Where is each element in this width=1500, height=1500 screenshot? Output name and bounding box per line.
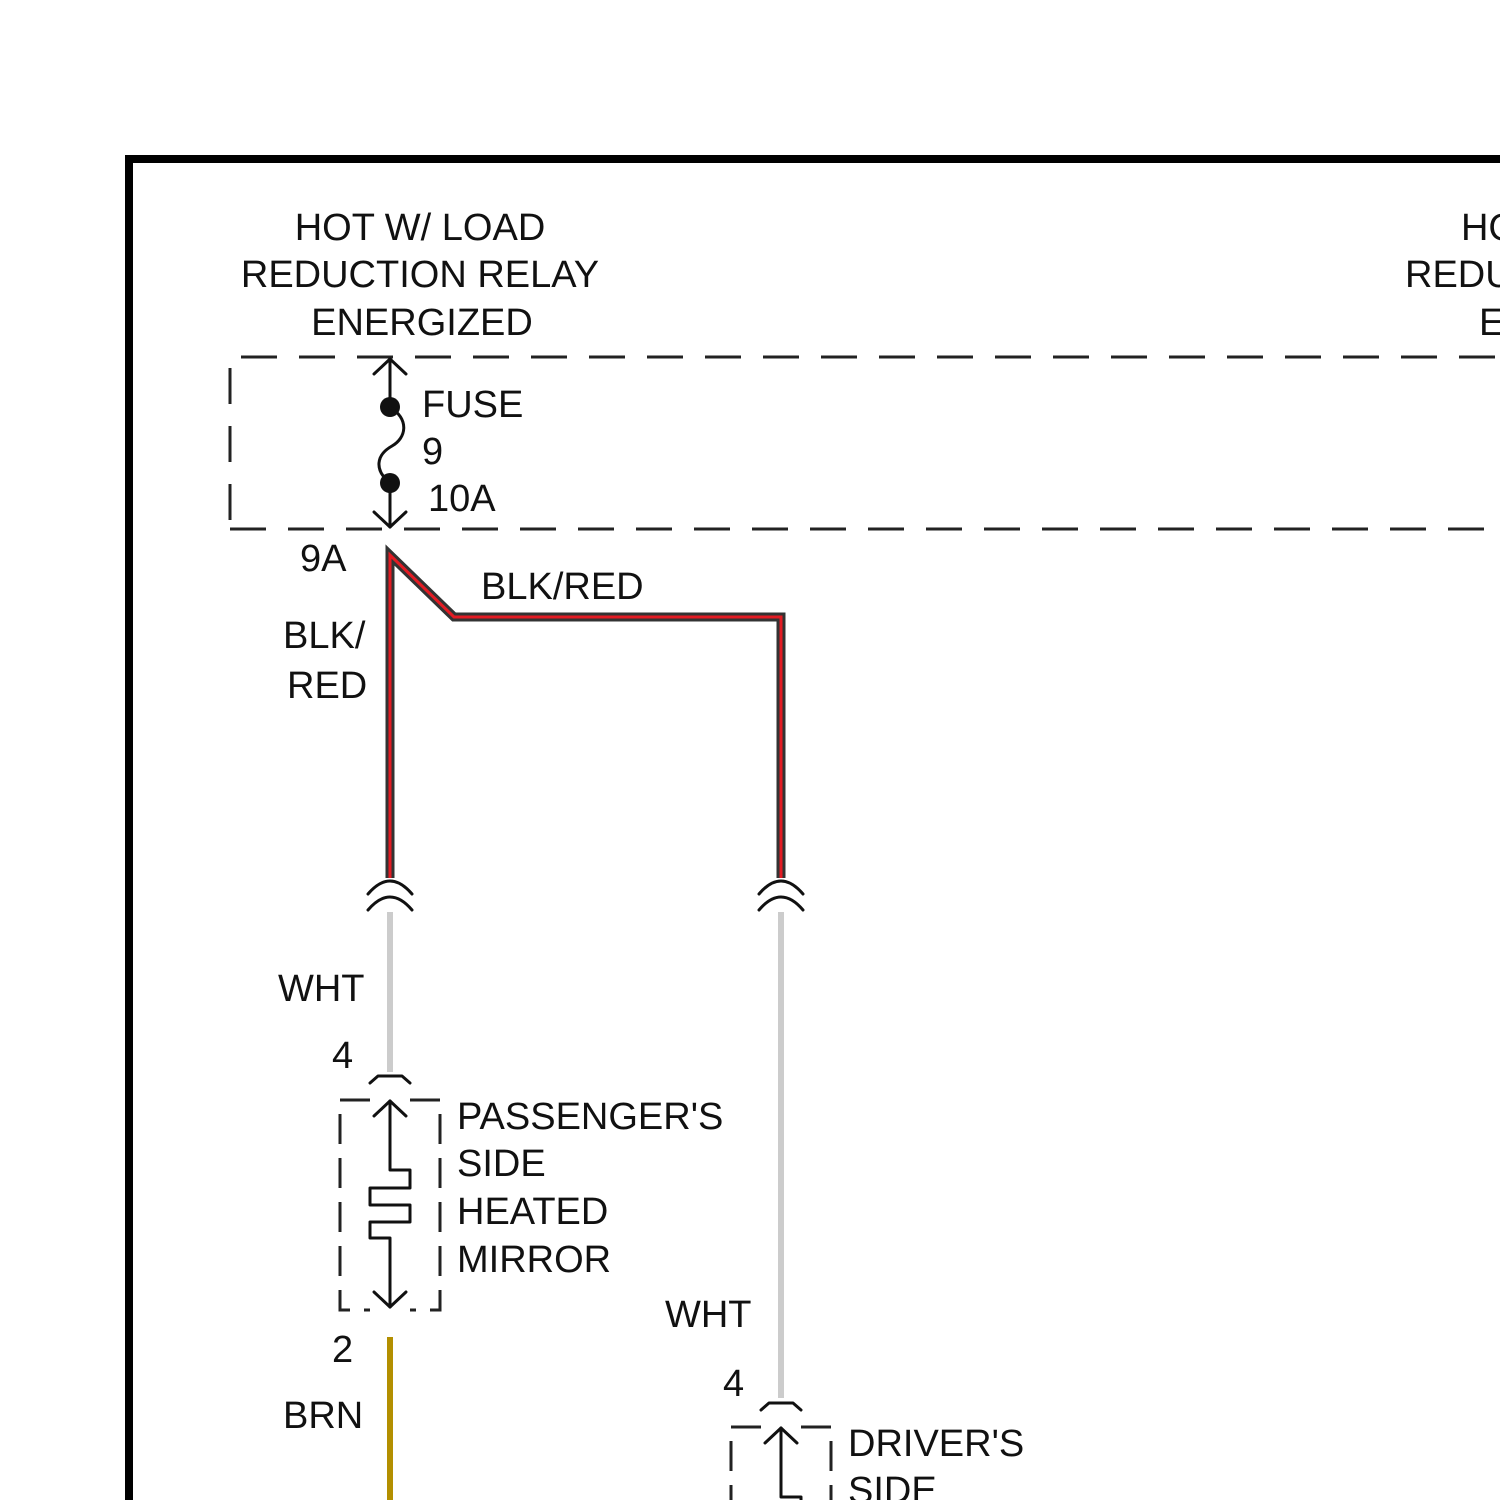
fuse-symbol-icon xyxy=(374,359,406,527)
inline-connector-left-icon xyxy=(368,881,412,910)
power-source-right-line1: HOT W/ LOAD xyxy=(1461,207,1500,249)
wire-label-right-wht: WHT xyxy=(665,1294,752,1336)
passenger-mirror-pin-2: 2 xyxy=(332,1329,353,1371)
passenger-connector-cap-icon xyxy=(370,1076,410,1083)
driver-mirror-label-line2: SIDE xyxy=(848,1470,937,1500)
passenger-mirror-label-line4: MIRROR xyxy=(457,1239,611,1281)
power-source-right-line2: REDUCTION RELAY xyxy=(1405,254,1500,296)
power-source-right-line3: ENERGIZED xyxy=(1479,302,1500,344)
heater-element-icon xyxy=(370,1101,410,1307)
driver-mirror-label-line1: DRIVER'S xyxy=(848,1423,1024,1465)
power-source-left-line1: HOT W/ LOAD xyxy=(295,207,546,249)
fuse-rating: 10A xyxy=(428,478,496,520)
passenger-mirror-label-line1: PASSENGER'S xyxy=(457,1096,723,1138)
passenger-mirror-label-line2: SIDE xyxy=(457,1143,546,1185)
passenger-mirror-label-line3: HEATED xyxy=(457,1191,608,1233)
power-source-label-right: HOT W/ LOAD REDUCTION RELAY ENERGIZED xyxy=(1405,207,1500,344)
power-source-left-line3: ENERGIZED xyxy=(311,302,533,344)
wire-label-brn: BRN xyxy=(283,1395,363,1437)
wire-label-left-wht: WHT xyxy=(278,968,365,1010)
fuse-number: 9 xyxy=(422,431,443,473)
wire-label-left-blk: BLK/ xyxy=(283,615,366,657)
passenger-mirror-pin-4: 4 xyxy=(332,1035,353,1077)
driver-connector-cap-icon xyxy=(761,1403,801,1410)
fuse-label: FUSE xyxy=(422,384,523,426)
inline-connector-right-icon xyxy=(759,881,803,910)
power-source-label-left: HOT W/ LOAD REDUCTION RELAY ENERGIZED xyxy=(241,207,599,344)
wire-label-left-red: RED xyxy=(287,665,367,707)
fuse-terminal-label: 9A xyxy=(300,538,347,580)
power-source-left-line2: REDUCTION RELAY xyxy=(241,254,599,296)
fuse-box-outline xyxy=(230,357,1500,520)
driver-mirror-pin-4: 4 xyxy=(723,1363,744,1405)
wire-label-branch: BLK/RED xyxy=(481,566,644,608)
diagram-frame xyxy=(129,159,1500,1500)
driver-heater-element-icon xyxy=(765,1428,801,1500)
